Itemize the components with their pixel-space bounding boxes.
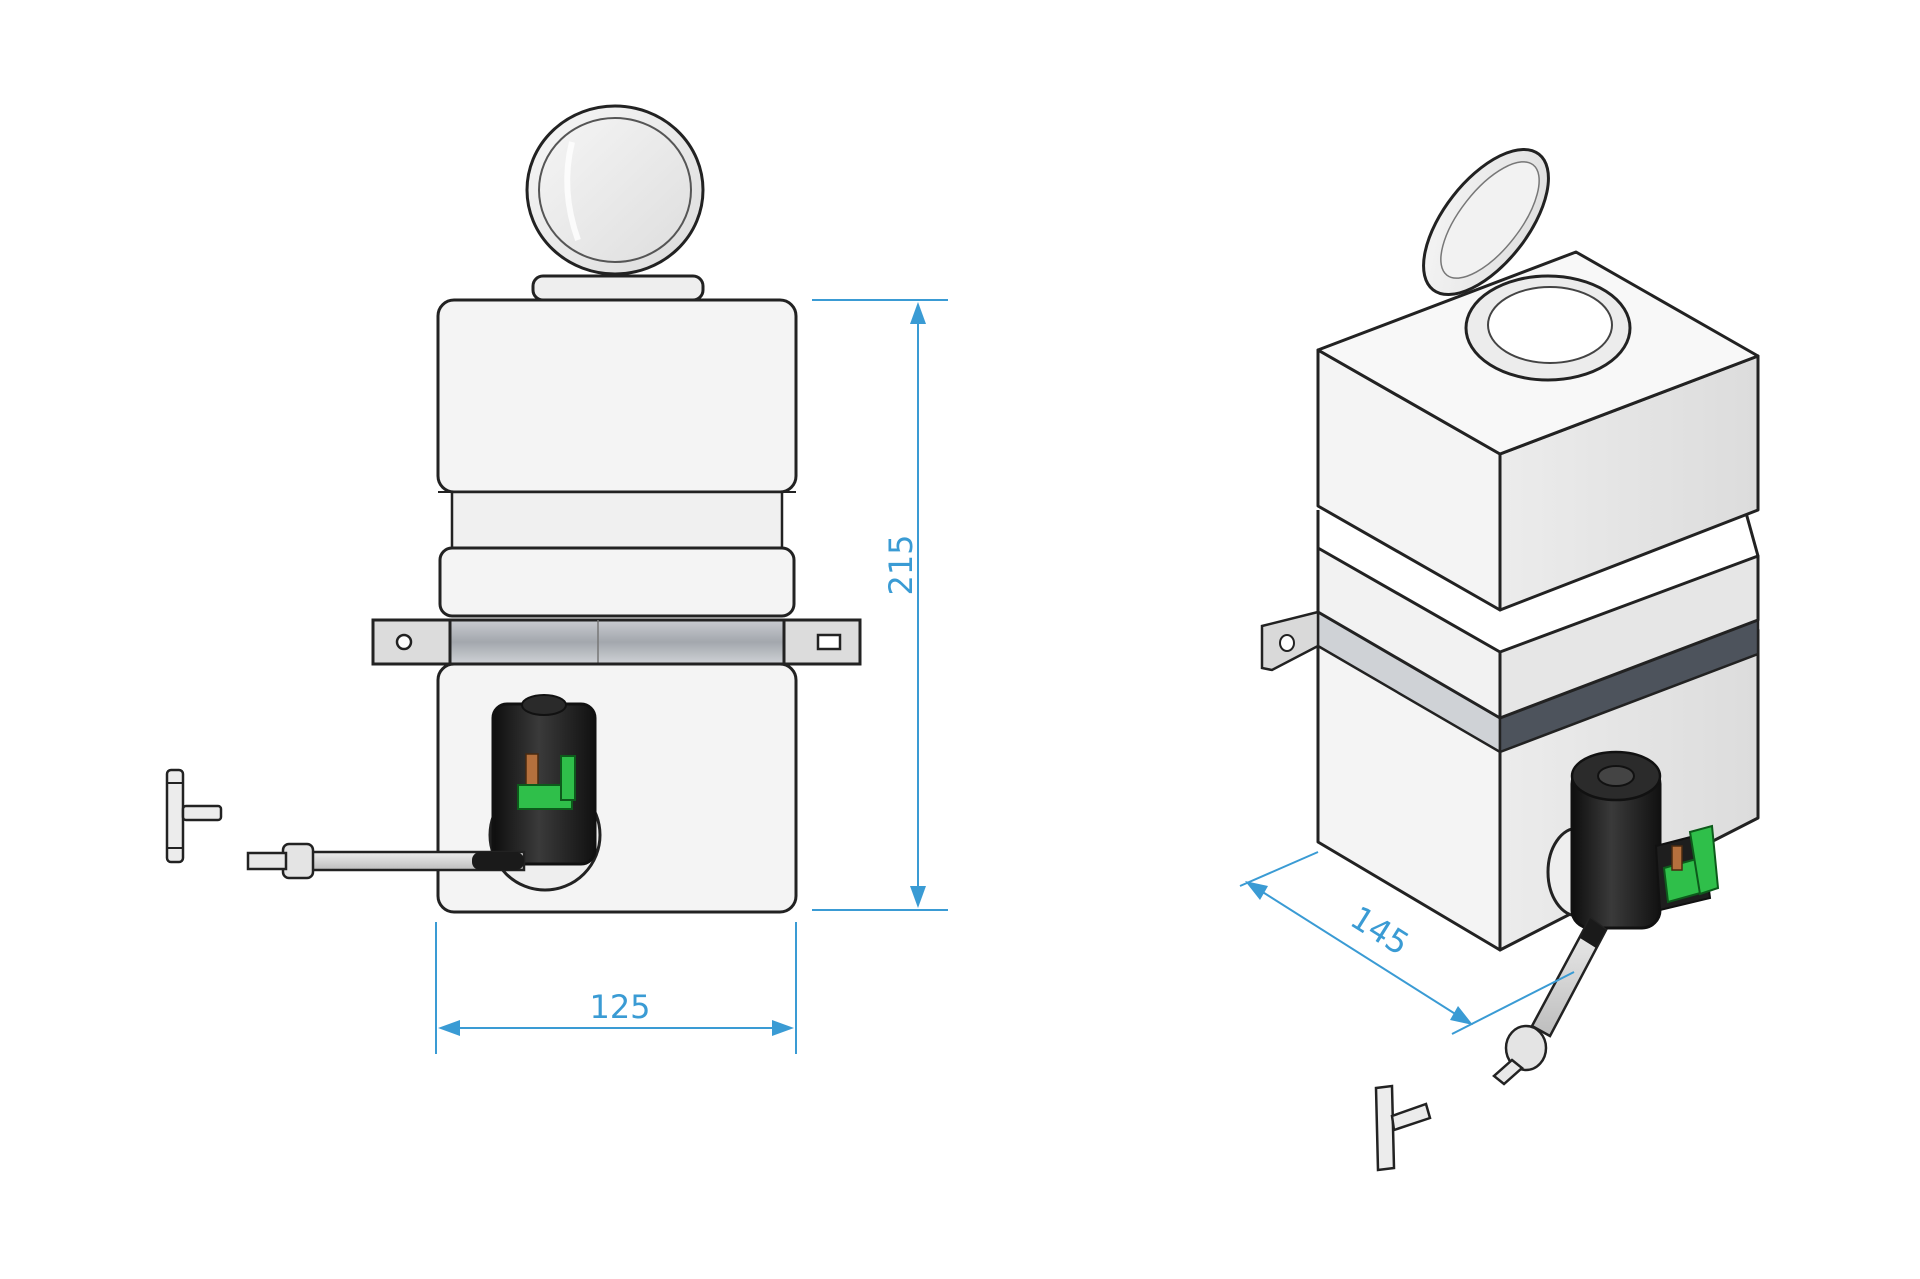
iso-mounting-strap [1260,609,1760,755]
front-t-connector [165,768,223,864]
front-tank-rib [450,490,784,550]
width-dimension: 125 [435,922,797,1054]
height-dimension: 215 [812,299,948,911]
width-dimension-label: 125 [589,988,650,1026]
height-dimension-label: 215 [882,534,920,595]
front-view: 215 125 [165,104,948,1054]
iso-open-lid [1422,147,1550,297]
front-mounting-strap [371,618,862,666]
front-cap [525,104,705,302]
front-hose [246,842,526,880]
isometric-view: 145 [1239,147,1760,1172]
depth-dimension-label: 145 [1344,898,1416,963]
iso-tank-rib [1316,483,1760,720]
iso-hose [1492,916,1608,1086]
iso-washer-pump [1570,750,1720,930]
front-tank-upper [436,298,798,494]
front-washer-pump [491,694,597,866]
iso-t-connector [1374,1084,1432,1172]
iso-filler-neck [1464,274,1632,382]
